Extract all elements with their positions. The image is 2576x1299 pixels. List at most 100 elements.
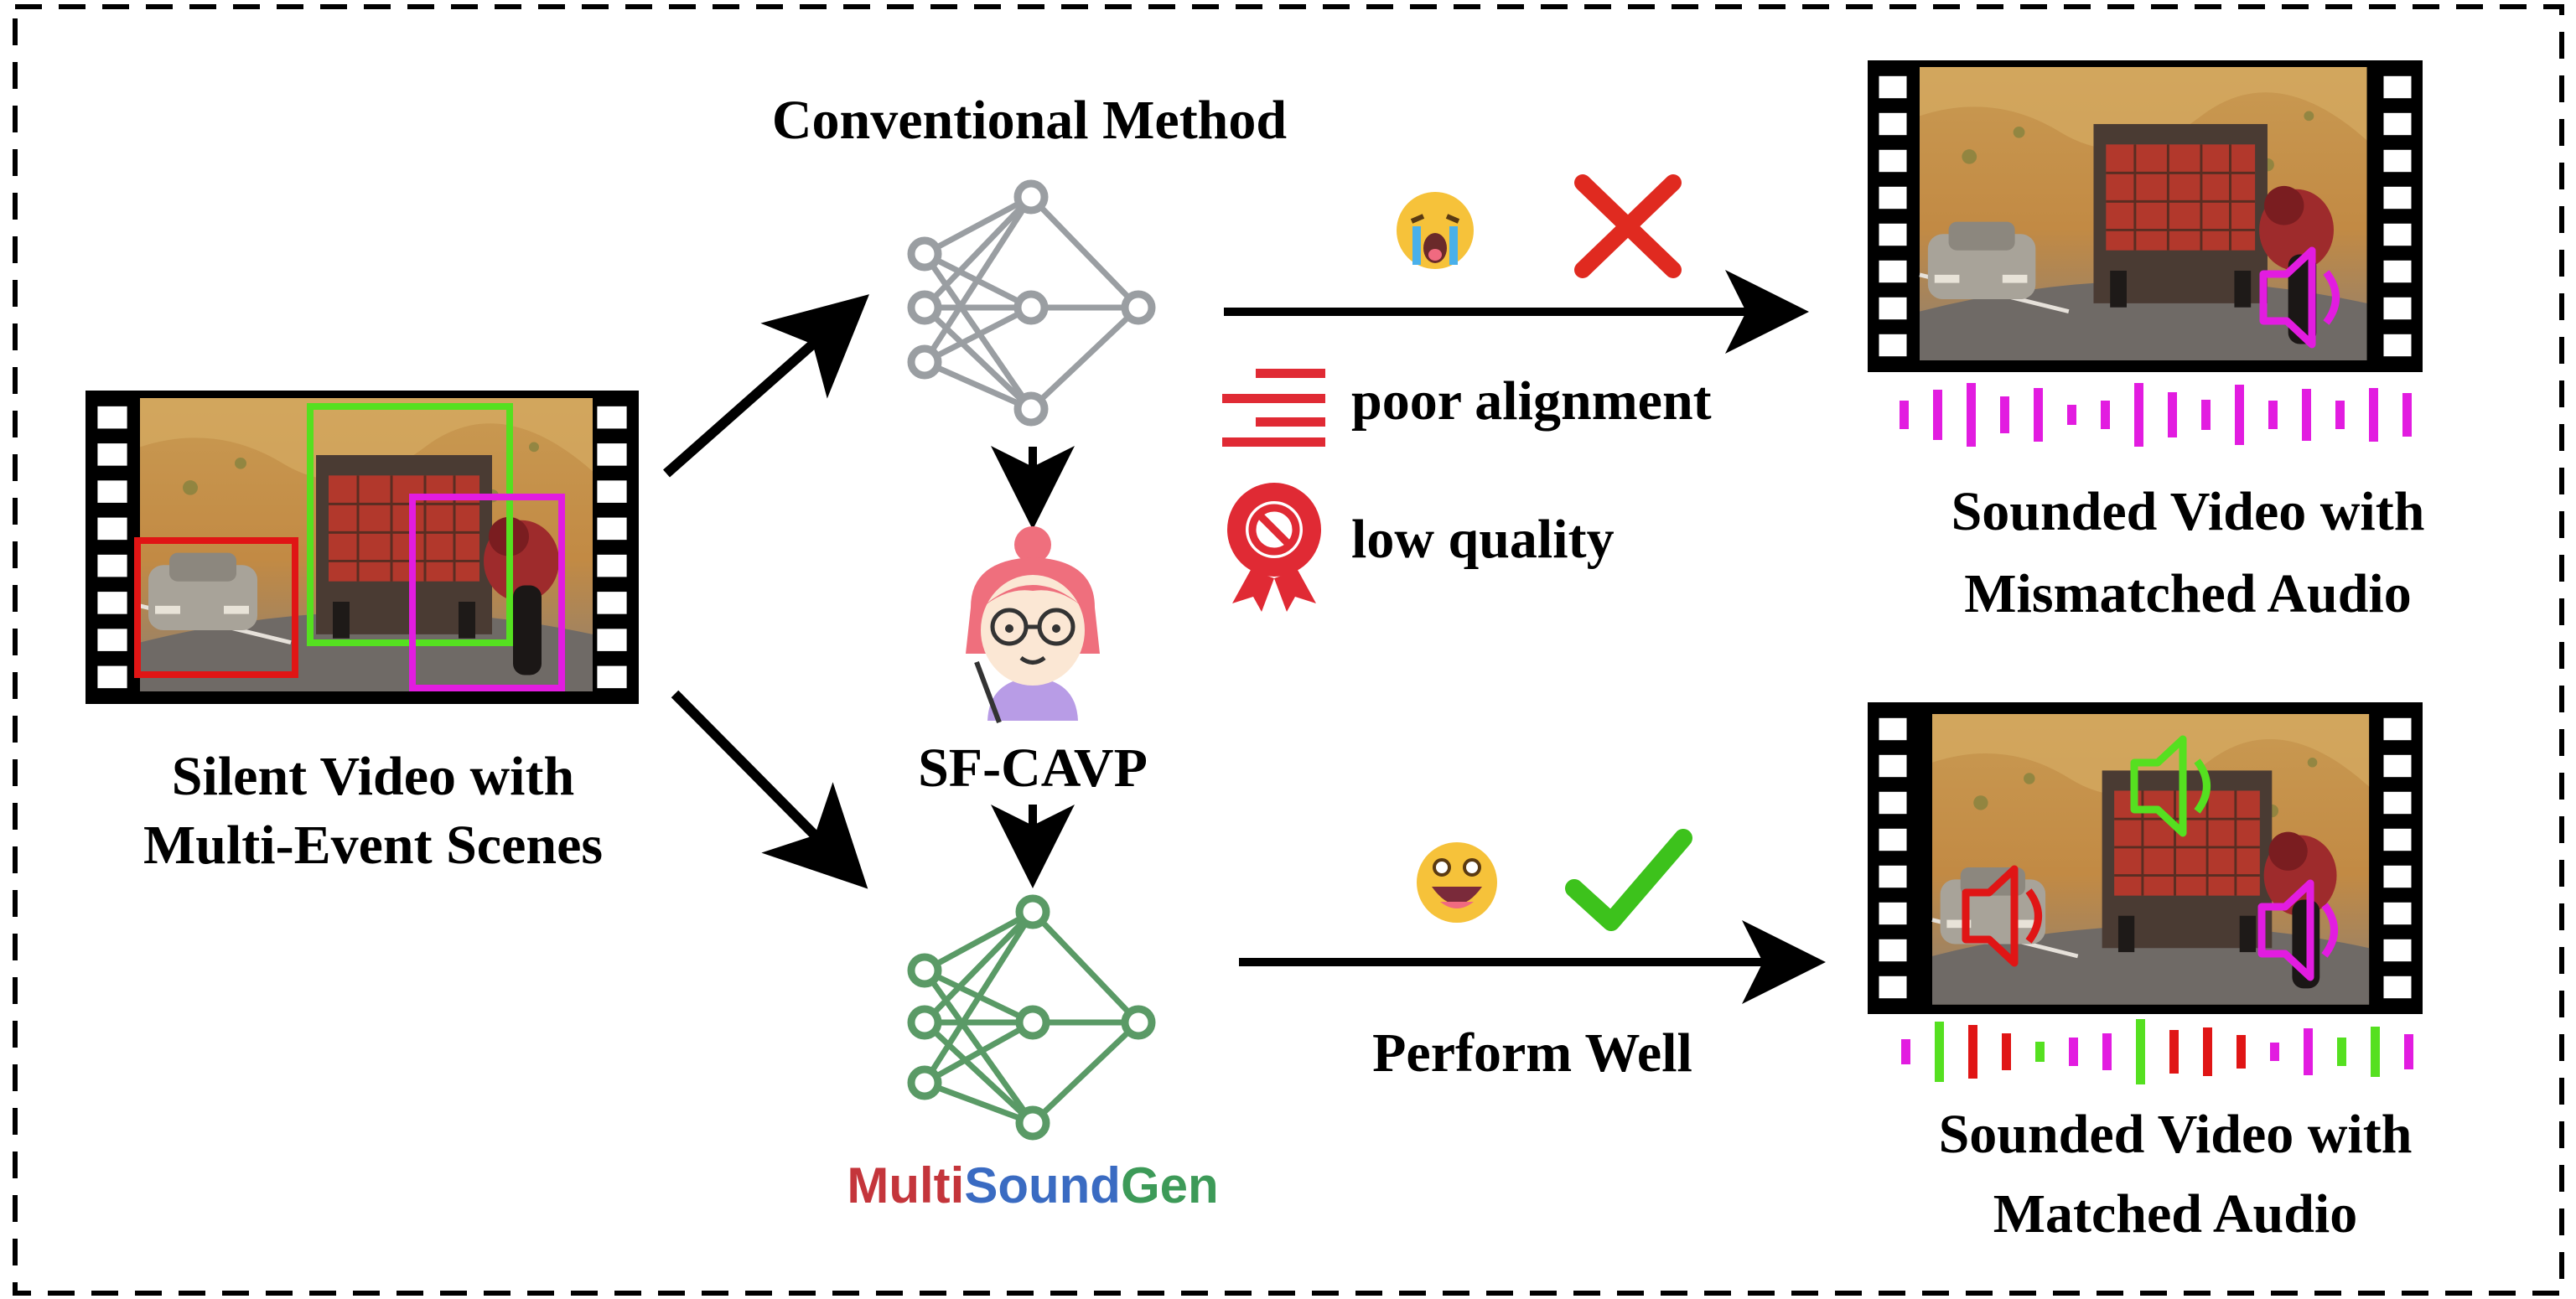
mismatched-audio-waveform — [1900, 383, 2412, 447]
motorbike-event-box — [409, 494, 565, 691]
matched-audio-waveform — [1901, 1019, 2413, 1084]
perform-well-label: Perform Well — [1372, 1022, 1692, 1084]
mismatched-video-frame — [1920, 67, 2367, 360]
waveform-bar — [2034, 388, 2043, 442]
waveform-bar — [2302, 389, 2311, 441]
misaligned-bars-icon — [1222, 369, 1325, 447]
film-perforation — [1879, 75, 1907, 99]
film-perforation — [2383, 149, 2412, 173]
waveform-bar — [2169, 1030, 2179, 1074]
waveform-bar — [2069, 1038, 2078, 1066]
film-perforation — [2383, 791, 2412, 815]
waveform-bar — [2201, 400, 2211, 430]
logo-sound: Sound — [964, 1157, 1121, 1214]
waveform-bar — [2369, 388, 2378, 442]
film-perforation — [597, 629, 627, 651]
waveform-bar — [2404, 1034, 2413, 1069]
film-perforation — [1879, 334, 1907, 357]
car-event-box — [134, 537, 298, 678]
film-perforation — [1879, 865, 1907, 888]
film-perforation — [2383, 865, 2412, 888]
waveform-bar — [2000, 396, 2009, 433]
waveform-bar — [2067, 405, 2076, 425]
issue-low-quality: low quality — [1351, 509, 1615, 570]
waveform-bar — [2371, 1027, 2380, 1077]
film-perforation — [97, 592, 127, 614]
waveform-bar — [1901, 1039, 1910, 1064]
waveform-bar — [2235, 385, 2244, 445]
film-perforation — [1879, 260, 1907, 283]
conventional-title: Conventional Method — [772, 90, 1287, 151]
waveform-bar — [2237, 1035, 2246, 1069]
crying-face-icon — [1397, 192, 1474, 269]
teacher-label: SF-CAVP — [918, 737, 1148, 799]
film-perforation — [97, 480, 127, 503]
waveform-bar — [1968, 1025, 1977, 1079]
film-perforation — [597, 554, 627, 577]
waveform-bar — [2134, 383, 2143, 447]
speaker-icon — [2259, 246, 2340, 349]
film-perforation — [1879, 754, 1907, 778]
film-perforation — [97, 554, 127, 577]
film-perforation — [2383, 754, 2412, 778]
film-perforation — [597, 592, 627, 614]
issue-poor-alignment: poor alignment — [1351, 370, 1712, 432]
waveform-bar — [2203, 1027, 2212, 1076]
green-check-icon — [1565, 829, 1692, 931]
film-perforation — [2383, 902, 2412, 925]
film-perforation — [2383, 976, 2412, 999]
arrow-to-conventional — [663, 294, 869, 478]
waveform-bar — [2136, 1019, 2145, 1084]
teacher-avatar-icon — [966, 526, 1100, 724]
input-caption-line1: Silent Video with — [172, 746, 574, 807]
waveform-bar — [2102, 1033, 2112, 1070]
film-perforation — [2383, 297, 2412, 320]
film-perforation — [97, 443, 127, 466]
film-perforation — [1879, 717, 1907, 741]
speaker-icon — [1962, 865, 2042, 967]
matched-caption-line1: Sounded Video with — [1939, 1104, 2413, 1165]
input-video-frame — [140, 398, 593, 691]
waveform-bar — [2337, 1038, 2346, 1066]
speaker-icon — [2257, 879, 2338, 981]
film-perforation — [2383, 334, 2412, 357]
film-perforation — [1879, 297, 1907, 320]
film-perforation — [97, 406, 127, 429]
proposed-network-icon — [907, 894, 1156, 1141]
film-perforation — [597, 665, 627, 689]
waveform-bar — [1933, 390, 1942, 440]
waveform-bar — [2402, 393, 2412, 437]
logo-gen: Gen — [1121, 1157, 1219, 1214]
waveform-bar — [2168, 392, 2177, 437]
waveform-bar — [1967, 383, 1976, 447]
film-perforation — [2383, 828, 2412, 851]
grinning-face-icon — [1417, 842, 1497, 923]
film-perforation — [97, 665, 127, 689]
film-perforation — [1879, 112, 1907, 136]
matched-video-frame — [1932, 714, 2369, 1005]
waveform-bar — [1935, 1022, 1944, 1082]
dashed-frame — [13, 4, 2564, 1296]
waveform-bar — [2304, 1028, 2313, 1075]
mismatched-caption-line1: Sounded Video with — [1951, 481, 2425, 542]
conventional-network-icon — [907, 179, 1156, 427]
waveform-bar — [2268, 401, 2278, 429]
input-caption-line2: Multi-Event Scenes — [143, 815, 603, 876]
film-perforation — [1879, 902, 1907, 925]
arrow-to-proposed — [671, 690, 868, 889]
film-perforation — [97, 517, 127, 541]
film-perforation — [2383, 112, 2412, 136]
film-perforation — [1879, 791, 1907, 815]
film-perforation — [1879, 186, 1907, 210]
waveform-bar — [2101, 401, 2110, 429]
waveform-bar — [1900, 401, 1909, 429]
film-perforation — [1879, 149, 1907, 173]
film-perforation — [2383, 223, 2412, 246]
speaker-icon — [2130, 735, 2211, 837]
film-perforation — [1879, 223, 1907, 246]
film-perforation — [597, 480, 627, 503]
multisoundgen-logo: MultiSoundGen — [847, 1157, 1218, 1214]
waveform-bar — [2335, 401, 2345, 429]
waveform-bar — [2035, 1042, 2045, 1062]
